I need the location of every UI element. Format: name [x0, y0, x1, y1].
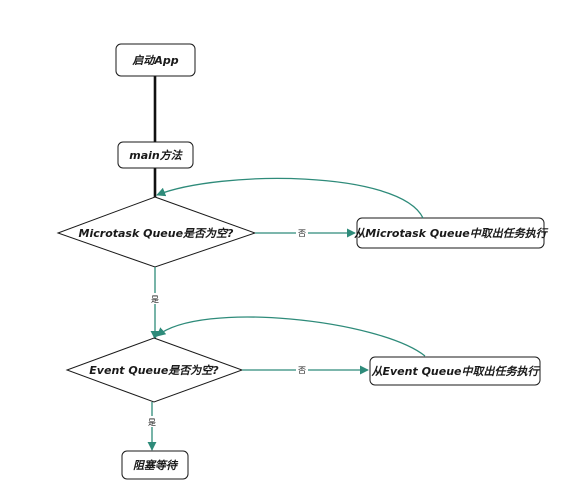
start-node: 启动App — [115, 43, 196, 77]
microtask-exec-node: 从Microtask Queue中取出任务执行 — [354, 217, 549, 249]
block-wait-node: 阻塞等待 — [121, 450, 189, 480]
microtask-loop-edge — [156, 177, 424, 219]
microtask-exec-label: 从Microtask Queue中取出任务执行 — [354, 227, 549, 240]
event-decision-node: Event Queue是否为空? — [65, 337, 244, 403]
event-loop-edge — [156, 316, 426, 357]
event-yes-label: 是 — [148, 418, 156, 427]
event-yes-edge: 是 — [145, 402, 159, 451]
main-method-label: main方法 — [129, 149, 182, 162]
microtask-yes-edge: 是 — [148, 267, 162, 340]
main-method-node: main方法 — [117, 141, 194, 169]
event-no-label: 否 — [298, 366, 306, 375]
event-exec-node: 从Event Queue中取出任务执行 — [369, 356, 541, 386]
microtask-no-label: 否 — [298, 229, 306, 238]
microtask-no-edge: 否 — [255, 228, 356, 238]
event-decision-label: Event Queue是否为空? — [89, 364, 219, 377]
event-exec-label: 从Event Queue中取出任务执行 — [372, 365, 541, 378]
microtask-decision-node: Microtask Queue是否为空? — [56, 196, 257, 268]
start-node-label: 启动App — [131, 54, 178, 67]
event-no-edge: 否 — [242, 365, 369, 375]
block-wait-label: 阻塞等待 — [133, 459, 179, 472]
microtask-decision-label: Microtask Queue是否为空? — [79, 227, 235, 240]
microtask-yes-label: 是 — [151, 295, 159, 304]
